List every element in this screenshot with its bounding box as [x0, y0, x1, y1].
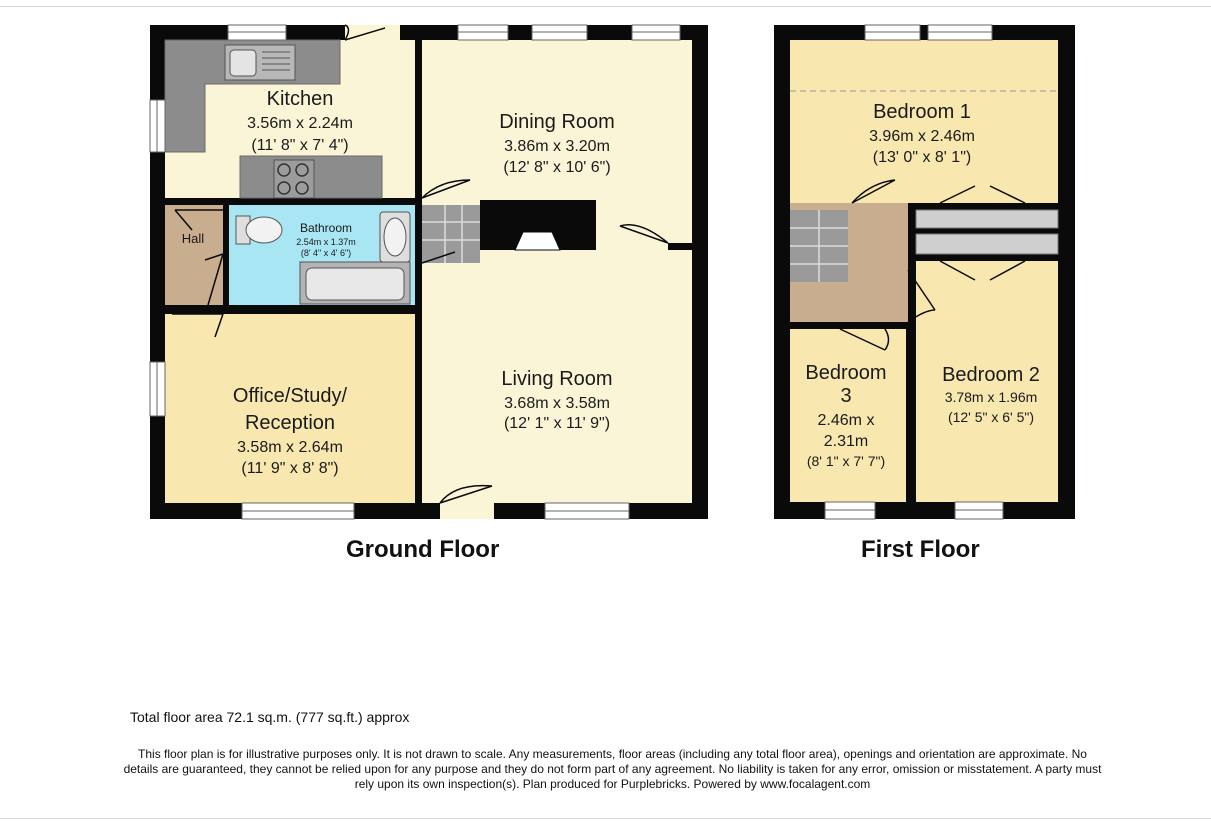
ground-floor-label: Ground Floor: [346, 536, 500, 563]
bathroom-metric: 2.54m x 1.37m: [296, 237, 356, 247]
wardrobe-lower: [915, 233, 1059, 255]
ground-windows: [149, 24, 681, 520]
dining-name: Dining Room: [499, 111, 615, 133]
first-doors: [839, 179, 1026, 351]
wardrobe-upper: [915, 209, 1059, 229]
bedroom3-metric-line2: 2.31m: [824, 433, 868, 450]
bedroom1-room: [790, 40, 1058, 203]
first-floor-plan: Bedroom 1 3.96m x 2.46m (13' 0" x 8' 1")…: [774, 24, 1075, 520]
office-metric: 3.58m x 2.64m: [237, 439, 343, 456]
bedroom2-metric: 3.78m x 1.96m: [945, 389, 1038, 405]
bedroom3-name-line1: Bedroom: [805, 362, 886, 384]
living-name: Living Room: [501, 368, 612, 390]
bedroom3-metric-line1: 2.46m x: [818, 412, 875, 429]
kitchen-metric: 3.56m x 2.24m: [247, 115, 353, 132]
bedroom2-imperial: (12' 5" x 6' 5"): [948, 409, 1034, 425]
bedroom2-name: Bedroom 2: [942, 364, 1040, 386]
bedroom3-room: [790, 329, 906, 502]
office-imperial: (11' 9" x 8' 8"): [241, 460, 338, 477]
ground-doors: [172, 24, 669, 504]
bedroom3-name-line2: 3: [840, 385, 851, 407]
office-name-line2: Reception: [245, 412, 335, 434]
office-room: [165, 314, 415, 503]
disclaimer-text: This floor plan is for illustrative purp…: [123, 747, 1102, 791]
bedroom1-metric: 3.96m x 2.46m: [869, 128, 975, 145]
bedroom1-name: Bedroom 1: [873, 101, 971, 123]
living-room: [422, 250, 692, 503]
bedroom3-imperial: (8' 1" x 7' 7"): [807, 453, 885, 469]
dining-imperial: (12' 8" x 10' 6"): [503, 159, 610, 176]
kitchen-name: Kitchen: [267, 88, 334, 110]
living-imperial: (12' 1" x 11' 9"): [504, 415, 610, 432]
ground-stairs: [422, 205, 480, 263]
bottom-rule: [0, 818, 1211, 819]
kitchen-worktop: [164, 39, 383, 199]
bathroom-name: Bathroom: [300, 221, 352, 235]
ground-floor-plan: Kitchen 3.56m x 2.24m (11' 8" x 7' 4") D…: [149, 24, 708, 520]
bedroom1-imperial: (13' 0" x 8' 1"): [873, 149, 971, 166]
kitchen-imperial: (11' 8" x 7' 4"): [251, 137, 348, 154]
living-metric: 3.68m x 3.58m: [504, 395, 610, 412]
dining-metric: 3.86m x 3.20m: [504, 138, 610, 155]
total-floor-area: Total floor area 72.1 sq.m. (777 sq.ft.)…: [130, 709, 410, 725]
hall-room: [165, 205, 223, 305]
top-rule: [0, 6, 1211, 7]
hall-name: Hall: [182, 231, 205, 246]
bedroom2-room: [916, 261, 1058, 502]
office-name-line1: Office/Study/: [233, 385, 348, 407]
first-windows: [824, 24, 1004, 520]
first-floor-label: First Floor: [861, 536, 980, 563]
bathroom-imperial: (8' 4" x 4' 6"): [301, 248, 351, 258]
bathroom-fixtures: [235, 211, 411, 305]
